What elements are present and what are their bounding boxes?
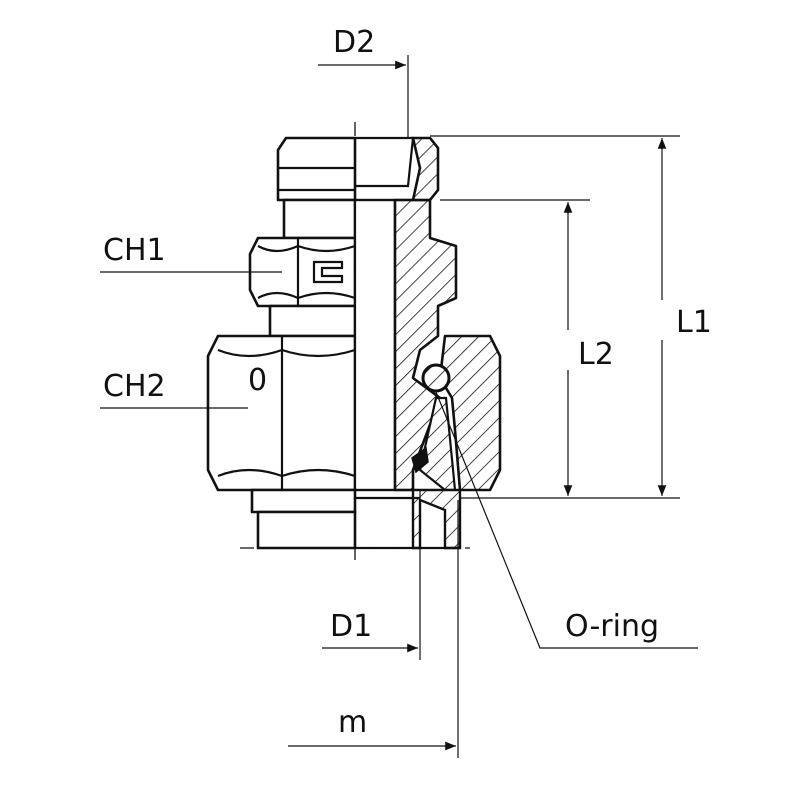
seal-element [411,446,429,474]
d1-label: D1 [330,609,372,644]
m-label: m [338,705,367,740]
ch1-label: CH1 [103,233,166,268]
bottom-shoulder [250,488,357,514]
tube-stub [256,510,357,550]
o-ring [421,363,451,393]
o-ring-label: O-ring [565,609,659,644]
hex-mark-label: 0 [248,363,267,398]
bore [353,198,397,492]
top-thread-section-hatched [411,136,440,202]
body-wall-section [393,198,458,492]
d2-label: D2 [333,25,375,60]
fitting-body [206,136,357,550]
ch2-label: CH2 [103,369,166,404]
l2-label: L2 [578,337,614,372]
ch1-symbol-icon [312,260,344,284]
o-ring-leader [435,391,698,649]
dimensions [100,55,698,758]
l1-label: L1 [676,305,712,340]
middle-collar [268,304,357,338]
upper-neck [282,198,357,240]
